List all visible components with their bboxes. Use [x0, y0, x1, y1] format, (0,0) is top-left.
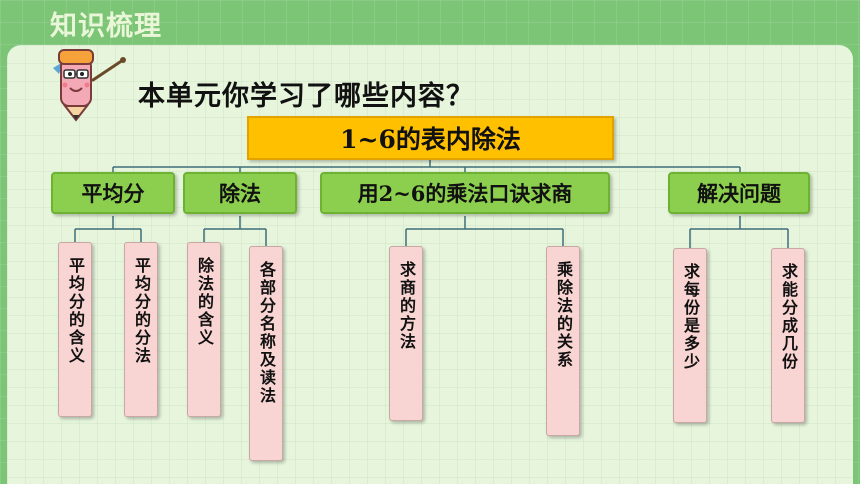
subtopic-card: 平均分的分法 — [124, 242, 158, 417]
main-topic-box: 1~6的表内除法 — [247, 116, 614, 160]
topic-problem-solving: 解决问题 — [668, 172, 810, 214]
section-heading: 知识梳理 — [50, 11, 162, 42]
pencil-teacher-icon — [53, 49, 126, 122]
subtopic-card: 求商的方法 — [389, 246, 423, 421]
subtopic-card: 乘除法的关系 — [546, 246, 580, 436]
subtopic-card: 各部分名称及读法 — [249, 246, 283, 461]
subtopic-card: 除法的含义 — [187, 242, 221, 417]
intro-question: 本单元你学习了哪些内容？ — [138, 81, 474, 112]
topic-division: 除法 — [183, 172, 297, 214]
topic-quotient-by-multiplication: 用2~6的乘法口诀求商 — [320, 172, 610, 214]
subtopic-card: 求每份是多少 — [673, 248, 707, 423]
subtopic-card: 求能分成几份 — [771, 248, 805, 423]
subtopic-card: 平均分的含义 — [58, 242, 92, 417]
topic-average-division: 平均分 — [51, 172, 175, 214]
